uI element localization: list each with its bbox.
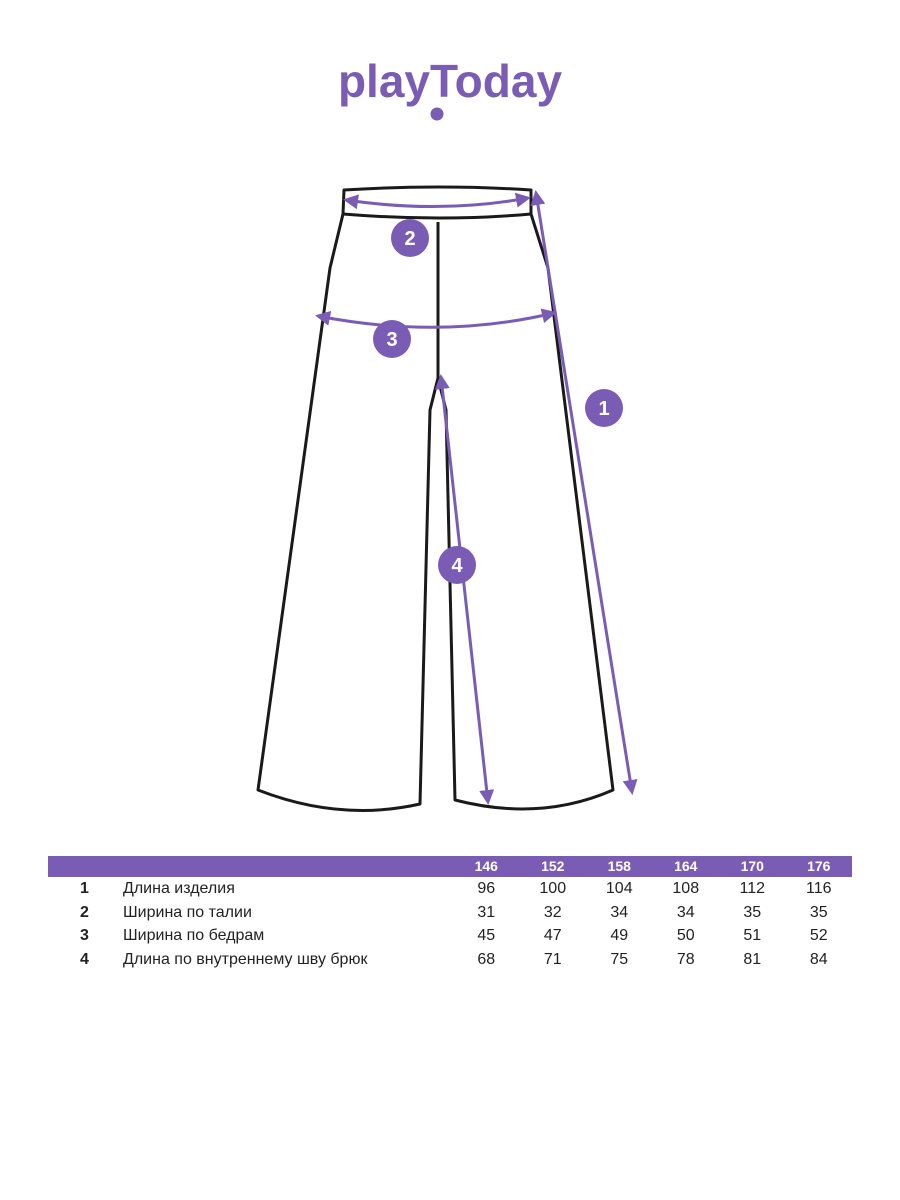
marker-4-label: 4 — [451, 555, 463, 577]
marker-4: 4 — [438, 546, 476, 584]
row-name: Длина изделия — [123, 880, 235, 897]
row-value: 81 — [743, 950, 762, 968]
brand-logo: playToday — [338, 55, 563, 121]
table-row: 3 Ширина по бедрам 45 47 49 50 51 52 — [48, 924, 852, 948]
row-number: 4 — [80, 950, 89, 968]
row-name: Ширина по бедрам — [123, 927, 265, 944]
size-table: 146 152 158 164 170 176 1 Длина изделия … — [48, 856, 852, 971]
size-header-cell: 176 — [807, 858, 831, 874]
row-value: 68 — [477, 950, 496, 968]
row-value: 34 — [676, 903, 695, 921]
size-header-cell: 158 — [607, 858, 631, 874]
size-header-cell: 146 — [474, 858, 498, 874]
marker-1: 1 — [585, 389, 623, 427]
measure-line-1 — [530, 190, 638, 795]
measurement-markers: 1 2 3 4 — [373, 219, 623, 584]
row-value: 35 — [743, 903, 762, 921]
measure-line-2 — [343, 192, 531, 210]
brand-logo-text: playToday — [338, 55, 563, 107]
size-header-cell: 152 — [541, 858, 565, 874]
measure-line-4 — [434, 374, 495, 805]
marker-3: 3 — [373, 320, 411, 358]
row-value: 100 — [539, 880, 567, 897]
row-value: 45 — [477, 927, 496, 944]
measure-line-3 — [315, 308, 557, 329]
marker-3-label: 3 — [386, 329, 397, 351]
size-header-cell: 170 — [740, 858, 764, 874]
row-value: 50 — [676, 927, 695, 944]
table-row: 1 Длина изделия 96 100 104 108 112 116 — [48, 877, 852, 901]
row-value: 52 — [809, 927, 828, 944]
row-value: 108 — [672, 880, 700, 897]
table-row: 4 Длина по внутреннему шву брюк 68 71 75… — [48, 948, 852, 972]
row-value: 49 — [610, 927, 629, 944]
measurement-lines — [315, 190, 638, 805]
row-value: 32 — [543, 903, 562, 921]
row-value: 51 — [743, 927, 762, 944]
row-value: 35 — [809, 903, 828, 921]
row-name: Длина по внутреннему шву брюк — [123, 950, 368, 968]
row-value: 112 — [739, 880, 765, 897]
pants-diagram: 1 2 3 4 — [256, 185, 638, 812]
row-value: 34 — [610, 903, 629, 921]
size-header-row: 146 152 158 164 170 176 — [48, 856, 852, 877]
row-value: 31 — [477, 903, 496, 921]
row-value: 104 — [605, 880, 633, 897]
marker-2: 2 — [391, 219, 429, 257]
pants-outline — [256, 185, 615, 812]
row-number: 3 — [80, 927, 89, 944]
row-value: 84 — [809, 950, 828, 968]
table-row: 2 Ширина по талии 31 32 34 34 35 35 — [48, 901, 852, 925]
row-number: 2 — [80, 903, 89, 921]
header-empty-name — [123, 856, 453, 877]
header-empty-num — [48, 856, 123, 877]
row-value: 71 — [543, 950, 562, 968]
row-value: 75 — [610, 950, 629, 968]
row-value: 96 — [477, 880, 496, 897]
marker-1-label: 1 — [598, 398, 609, 420]
row-number: 1 — [80, 880, 89, 897]
row-value: 116 — [805, 880, 832, 897]
row-value: 78 — [676, 950, 695, 968]
row-name: Ширина по талии — [123, 903, 252, 921]
size-header-cell: 164 — [674, 858, 698, 874]
brand-logo-dot — [430, 107, 444, 121]
marker-2-label: 2 — [404, 228, 415, 250]
row-value: 47 — [543, 927, 562, 944]
